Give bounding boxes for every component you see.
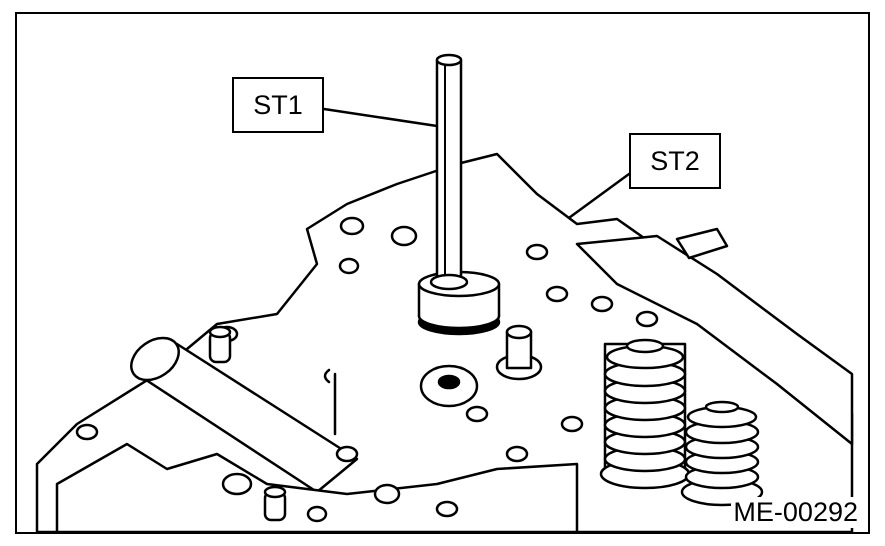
valve-spring-small [680, 400, 764, 507]
mount-hole [338, 257, 360, 275]
bolt-hole [505, 445, 529, 463]
mount-hole [635, 310, 659, 328]
st2-label: ST2 [650, 145, 700, 176]
plug-fitting [263, 485, 287, 522]
valve-cup [419, 364, 479, 408]
valve-stem-post [495, 324, 543, 381]
st1-label: ST1 [253, 89, 303, 120]
diagram-frame: ST1 ST2 ME-00292 [15, 12, 870, 534]
bolt-hole [465, 405, 489, 423]
bolt-hole [435, 500, 459, 518]
st1-leader-line [322, 107, 439, 128]
mount-hole [390, 225, 418, 247]
st1-rod [429, 53, 469, 291]
bolt-hole [560, 415, 584, 433]
mount-hole [339, 216, 365, 236]
pin-fitting [208, 325, 232, 364]
valve-spring-large [599, 338, 691, 490]
st1-label-box: ST1 [232, 77, 324, 133]
mount-hole [525, 243, 549, 261]
bolt-hole [221, 472, 253, 496]
clip-mark [323, 368, 331, 384]
rail-rod [675, 227, 729, 260]
bolt-hole [335, 445, 359, 463]
bolt-hole [306, 505, 328, 523]
bolt-hole [75, 423, 99, 441]
st2-label-box: ST2 [629, 133, 721, 189]
mount-hole [590, 295, 614, 313]
cylinder-head-illustration [35, 53, 854, 532]
bolt-hole [373, 483, 401, 505]
rocker-shaft-end [130, 336, 180, 382]
figure-reference-code: ME-00292 [731, 497, 860, 528]
mount-hole [545, 285, 569, 303]
